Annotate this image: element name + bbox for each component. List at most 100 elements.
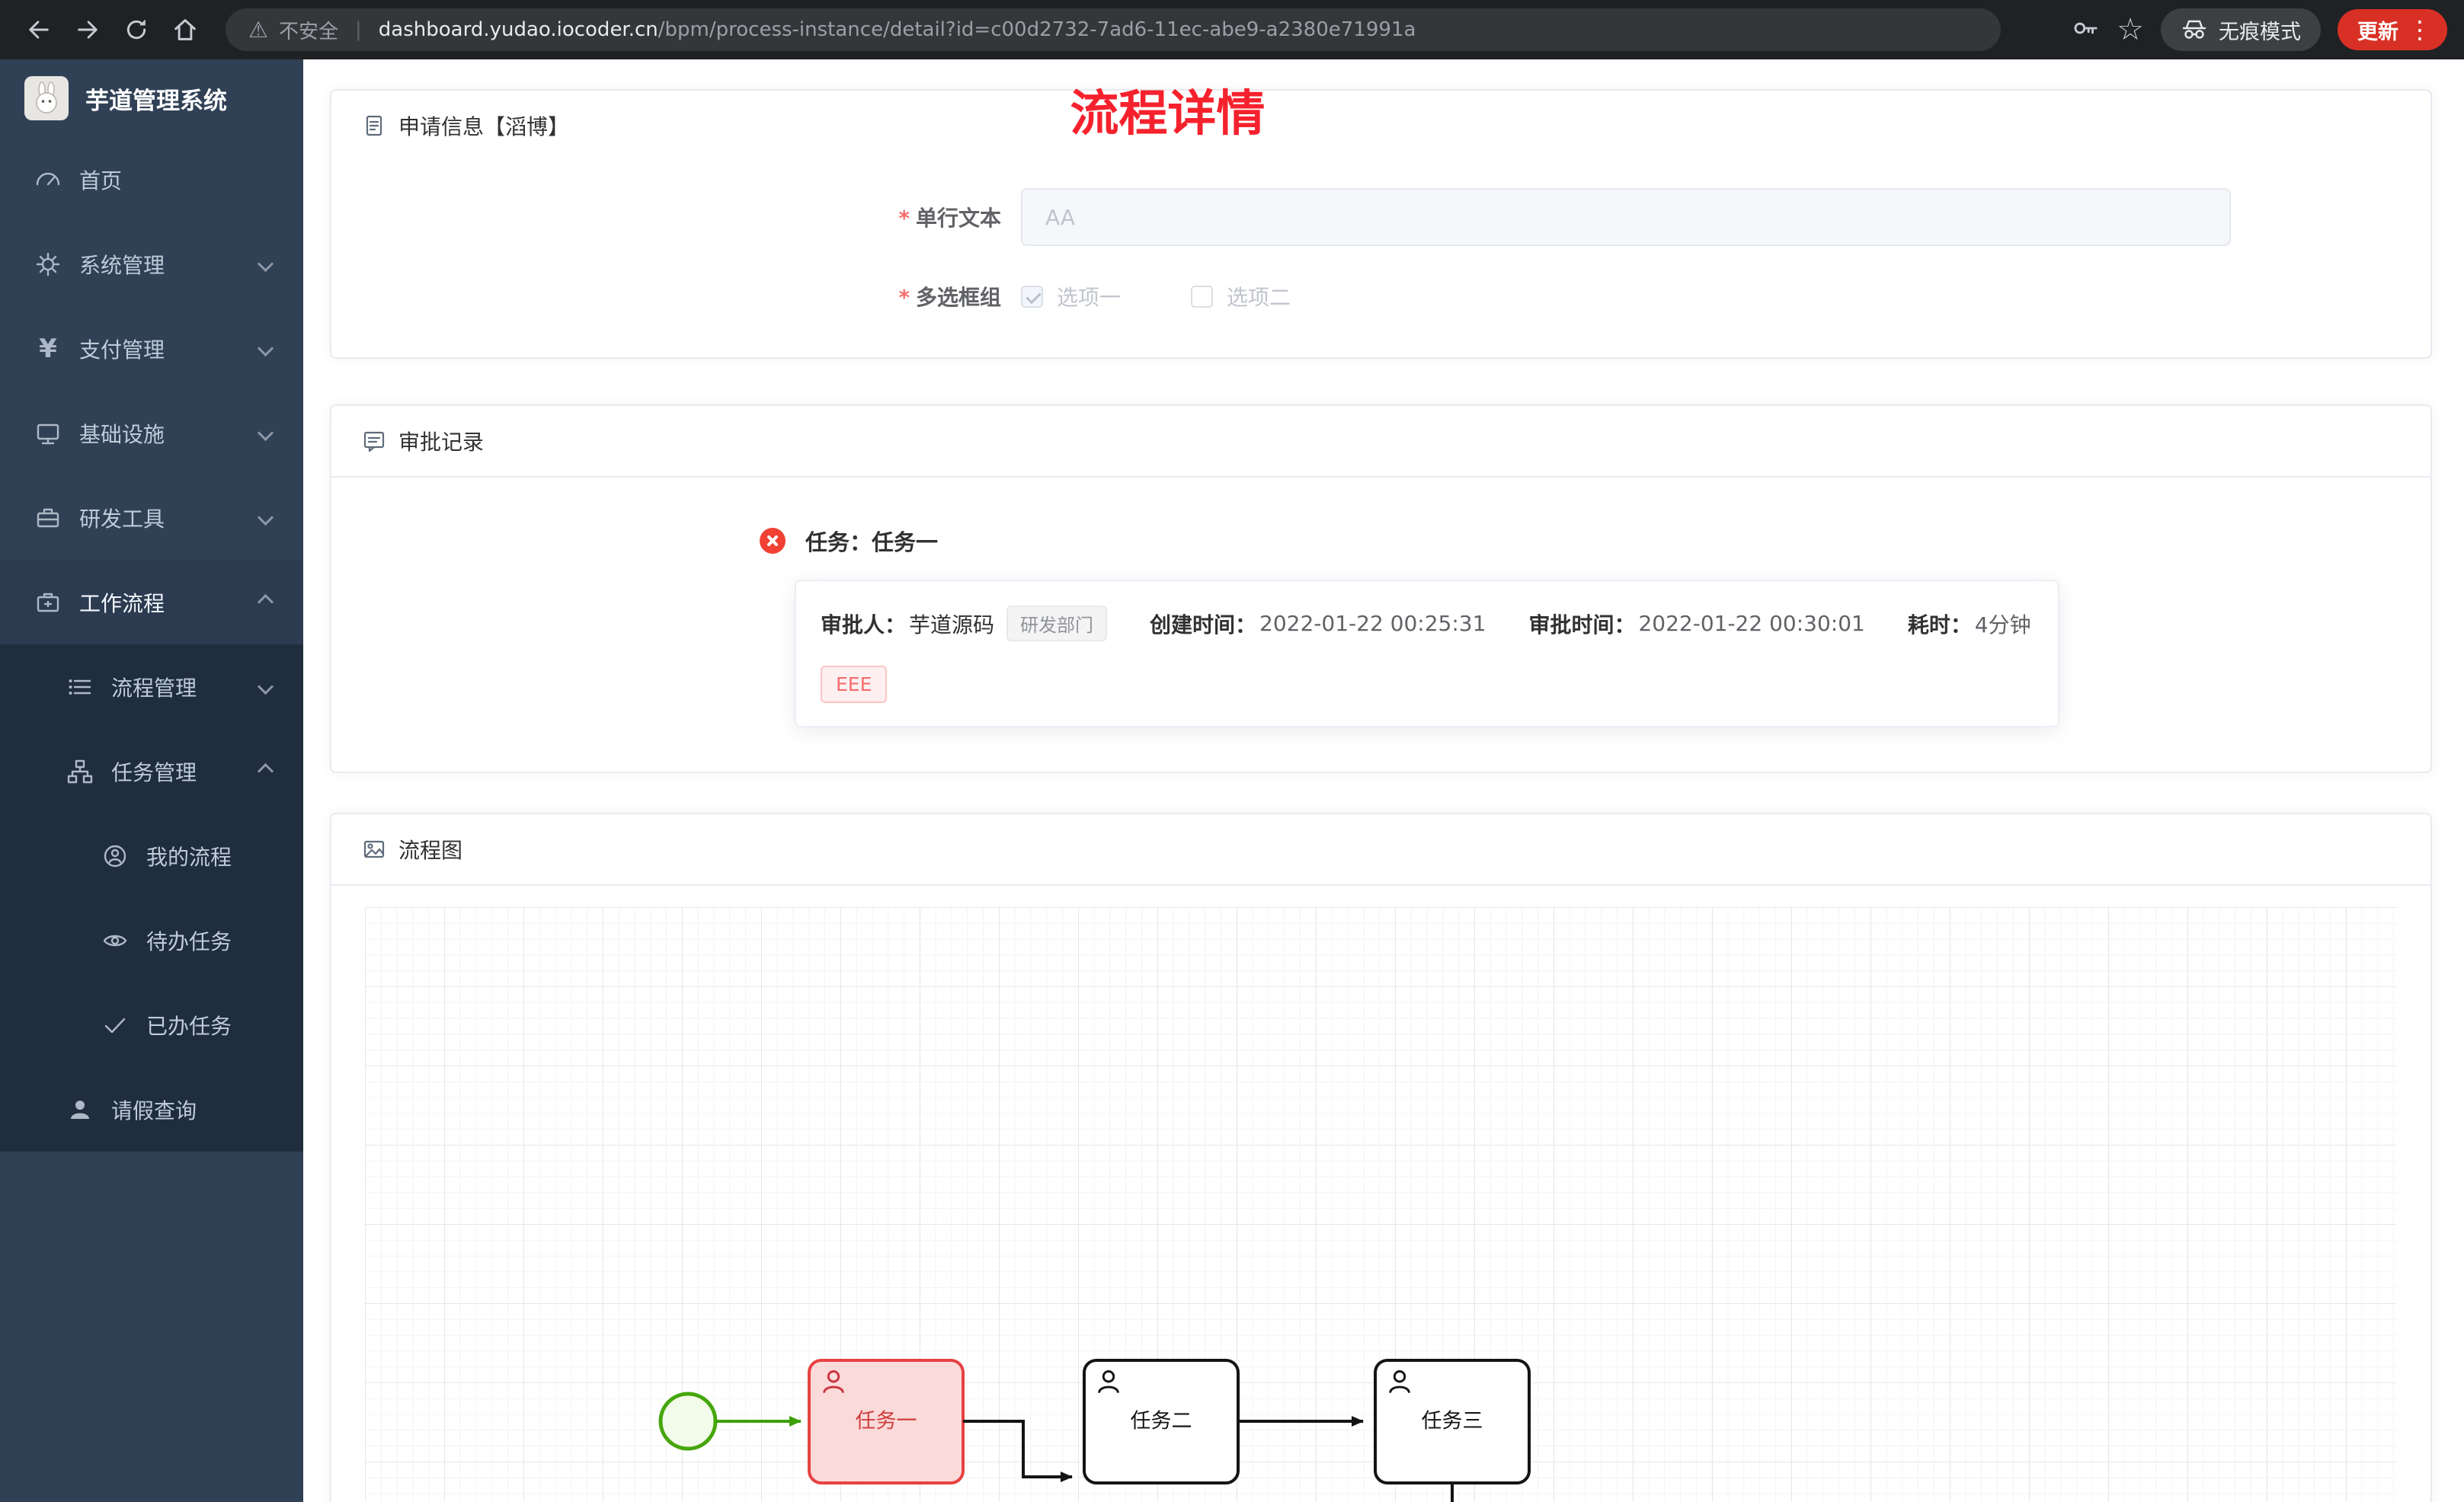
image-icon xyxy=(363,840,385,858)
gear-icon xyxy=(34,250,62,279)
approval-record-card: 审批记录 任务：任务一 审批人： 芋道源码 研发部门 xyxy=(330,404,2432,773)
toolbox-icon xyxy=(34,503,62,532)
bpmn-flow-task1-task2 xyxy=(963,1420,1073,1482)
sidebar: 芋道管理系统 首页 系统管理 ¥ 支付管理 xyxy=(0,59,303,1502)
chevron-down-icon xyxy=(257,255,274,273)
sidebar-menu: 首页 系统管理 ¥ 支付管理 基础设施 xyxy=(0,137,303,1502)
sidebar-item-workflow[interactable]: 工作流程 xyxy=(0,560,303,644)
sidebar-item-label: 我的流程 xyxy=(146,844,232,870)
duration-value: 4分钟 xyxy=(1974,612,2031,638)
create-time-value: 2022-01-22 00:25:31 xyxy=(1259,611,1486,636)
sidebar-item-label: 首页 xyxy=(79,168,123,193)
user-icon xyxy=(66,1095,94,1124)
bpmn-canvas[interactable]: 任务一 任务二 任务 xyxy=(365,907,2397,1502)
timeline-item: 任务：任务一 xyxy=(760,525,2400,557)
sidebar-item-task-mgmt[interactable]: 任务管理 xyxy=(0,729,303,813)
page-title: 流程详情 xyxy=(1070,86,1266,142)
apply-form: *单行文本 *多选框组 选项一 选项二 xyxy=(331,161,2430,357)
sidebar-item-payment-mgmt[interactable]: ¥ 支付管理 xyxy=(0,306,303,391)
document-icon xyxy=(366,115,382,136)
process-diagram-card: 流程图 xyxy=(330,813,2432,1502)
dashboard-icon xyxy=(34,165,62,194)
bpmn-node-label: 任务二 xyxy=(1131,1410,1192,1433)
back-button[interactable] xyxy=(17,8,61,52)
checkbox-group: 选项一 选项二 xyxy=(1021,281,1291,312)
sidebar-item-my-process[interactable]: 我的流程 xyxy=(0,813,303,898)
bpmn-node-task2[interactable]: 任务二 xyxy=(1083,1359,1240,1484)
list-icon xyxy=(66,673,94,701)
card-header-title: 审批记录 xyxy=(398,430,485,455)
sidebar-item-infrastructure[interactable]: 基础设施 xyxy=(0,391,303,475)
monitor-icon xyxy=(34,419,62,448)
sidebar-item-label: 支付管理 xyxy=(79,337,165,363)
incognito-badge: 无痕模式 xyxy=(2161,8,2321,51)
checkbox-unchecked-icon xyxy=(1191,285,1214,308)
record-icon xyxy=(363,431,385,452)
form-row-checkbox: *多选框组 选项一 选项二 xyxy=(331,281,2430,312)
address-separator: | xyxy=(355,18,362,41)
url-domain: dashboard.yudao.iocoder.cn xyxy=(378,18,658,41)
create-time-group: 创建时间： 2022-01-22 00:25:31 xyxy=(1150,609,1486,639)
rejected-status-icon xyxy=(760,528,786,554)
home-icon xyxy=(174,19,196,40)
sidebar-item-label: 基础设施 xyxy=(79,421,165,447)
sidebar-item-leave-query[interactable]: 请假查询 xyxy=(0,1067,303,1152)
sidebar-item-label: 研发工具 xyxy=(79,506,165,532)
logo-avatar xyxy=(24,76,69,120)
approval-record-card-header: 审批记录 xyxy=(331,406,2430,476)
sidebar-item-done-tasks[interactable]: 已办任务 xyxy=(0,983,303,1067)
chevron-down-icon xyxy=(257,340,274,357)
duration-group: 耗时： 4分钟 xyxy=(1908,609,2031,639)
chevron-down-icon xyxy=(257,509,274,526)
bookmark-star-icon[interactable]: ☆ xyxy=(2117,12,2144,47)
checkbox-label: 选项一 xyxy=(1057,285,1122,310)
sidebar-item-label: 任务管理 xyxy=(111,759,197,785)
task-title: 任务：任务一 xyxy=(805,529,939,555)
refresh-icon xyxy=(126,19,146,40)
approval-record-body: 任务：任务一 审批人： 芋道源码 研发部门 创建时间： 2022-01-22 0… xyxy=(331,478,2430,772)
single-line-text-input xyxy=(1021,188,2231,246)
url-path: /bpm/process-instance/detail?id=c00d2732… xyxy=(658,18,1416,41)
bpmn-node-label: 任务一 xyxy=(856,1410,917,1433)
card-header-title: 申请信息【滔博】 xyxy=(398,114,570,139)
chevron-down-icon xyxy=(257,678,274,695)
main-content[interactable]: 流程详情 申请信息【滔博】 *单行文本 *多选框组 xyxy=(303,59,2464,1502)
key-button[interactable] xyxy=(2071,14,2100,46)
update-button[interactable]: 更新 ⋮ xyxy=(2338,9,2447,50)
approve-time-label: 审批时间： xyxy=(1528,612,1636,638)
forward-button[interactable] xyxy=(66,8,110,52)
home-button[interactable] xyxy=(163,8,207,52)
checkbox-option-1: 选项一 xyxy=(1021,281,1121,312)
sidebar-item-dev-tools[interactable]: 研发工具 xyxy=(0,475,303,560)
sidebar-item-home[interactable]: 首页 xyxy=(0,137,303,222)
yen-icon: ¥ xyxy=(39,333,57,364)
person-circle-icon xyxy=(101,842,130,871)
sidebar-item-label: 系统管理 xyxy=(79,252,165,278)
bpmn-node-task1[interactable]: 任务一 xyxy=(808,1359,965,1484)
chevron-down-icon xyxy=(257,424,274,442)
forward-icon xyxy=(78,21,98,39)
form-row-text: *单行文本 xyxy=(331,188,2430,246)
incognito-icon xyxy=(2182,20,2206,39)
toolbar-right-cluster: ☆ 无痕模式 更新 ⋮ xyxy=(2071,8,2447,51)
checkbox-checked-icon xyxy=(1021,285,1043,308)
sidebar-item-system-mgmt[interactable]: 系统管理 xyxy=(0,222,303,306)
card-divider xyxy=(331,476,2430,478)
refresh-button[interactable] xyxy=(114,8,158,52)
approval-detail-card: 审批人： 芋道源码 研发部门 创建时间： 2022-01-22 00:25:31… xyxy=(795,580,2059,727)
sidebar-item-label: 待办任务 xyxy=(146,928,232,954)
bpmn-node-label: 任务三 xyxy=(1422,1410,1483,1433)
check-icon xyxy=(101,1011,130,1040)
bpmn-node-start-event[interactable] xyxy=(658,1392,718,1451)
sidebar-item-process-mgmt[interactable]: 流程管理 xyxy=(0,644,303,729)
bpmn-node-task3[interactable]: 任务三 xyxy=(1374,1359,1531,1484)
required-mark: * xyxy=(898,285,910,310)
browser-menu-icon[interactable]: ⋮ xyxy=(2408,15,2432,44)
browser-toolbar: ⚠ 不安全 | dashboard.yudao.iocoder.cn/bpm/p… xyxy=(0,0,2464,59)
sidebar-item-todo-tasks[interactable]: 待办任务 xyxy=(0,898,303,983)
incognito-label: 无痕模式 xyxy=(2219,20,2301,44)
approve-time-group: 审批时间： 2022-01-22 00:30:01 xyxy=(1528,609,1864,639)
sidebar-item-label: 已办任务 xyxy=(146,1013,232,1039)
card-divider xyxy=(331,884,2430,886)
address-bar[interactable]: ⚠ 不安全 | dashboard.yudao.iocoder.cn/bpm/p… xyxy=(226,8,2001,51)
